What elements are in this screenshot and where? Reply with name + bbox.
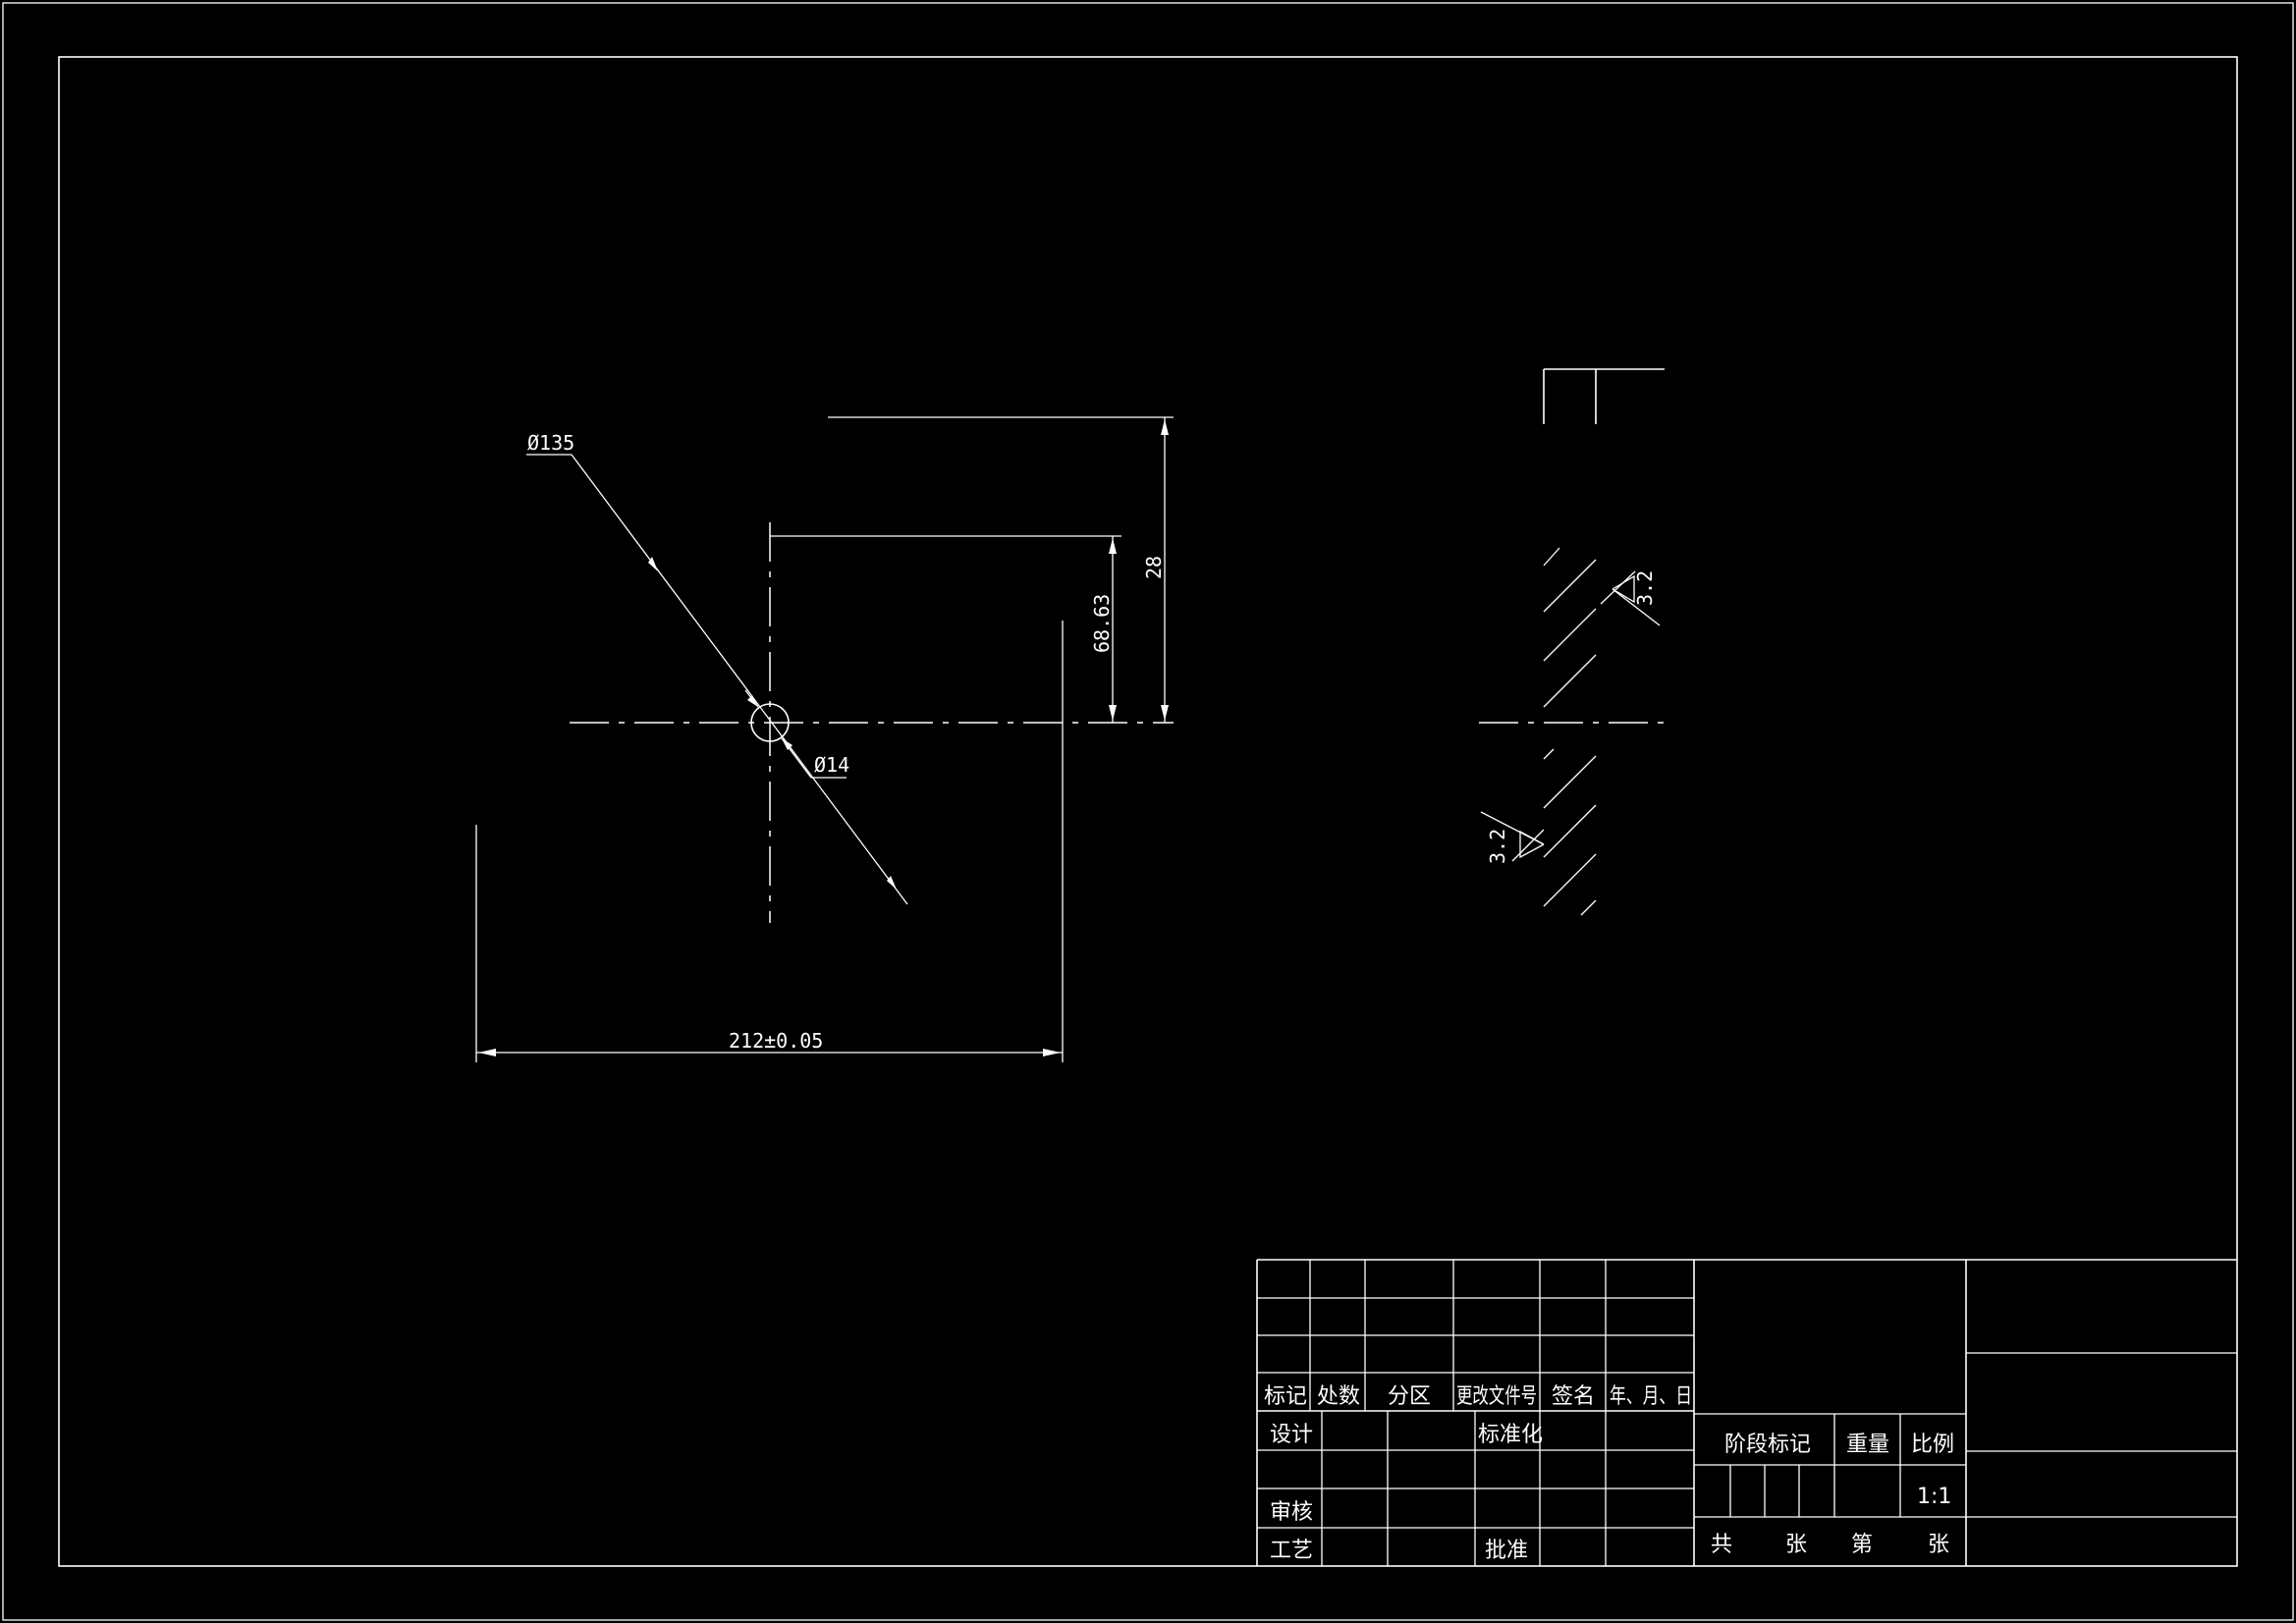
lower-roughness-label: 3.2 bbox=[1486, 829, 1509, 864]
lower-hatching bbox=[1543, 748, 1597, 916]
height-total-label: 28 bbox=[1142, 556, 1166, 579]
height-hole-dimension: 68.63 bbox=[770, 535, 1121, 723]
front-view: Ø135 Ø14 28 68.63 bbox=[475, 416, 1174, 1062]
outer-diameter-arrow-2 bbox=[887, 876, 897, 890]
role-process: 工艺 bbox=[1270, 1539, 1313, 1563]
scale-label: 比例 bbox=[1911, 1433, 1954, 1457]
rev-header-zone: 分区 bbox=[1388, 1384, 1431, 1409]
width-bottom-arrow-left bbox=[478, 1049, 496, 1056]
rev-header-mark: 标记 bbox=[1264, 1384, 1307, 1409]
stage-block: 阶段标记 重量 比例 1:1 共 张 第 张 bbox=[1693, 1260, 2237, 1566]
height-hole-arrow-bottom bbox=[1109, 705, 1117, 721]
role-approve: 批准 bbox=[1485, 1539, 1528, 1563]
role-review: 审核 bbox=[1270, 1500, 1313, 1525]
hole-circle bbox=[750, 703, 790, 742]
rev-header-count: 处数 bbox=[1317, 1384, 1360, 1409]
hole-diameter-arrow-2 bbox=[782, 738, 793, 750]
hole-diameter-label: Ø14 bbox=[814, 753, 849, 777]
upper-roughness-symbol: 3.2 bbox=[1600, 570, 1661, 626]
role-standardization: 标准化 bbox=[1478, 1423, 1543, 1447]
height-total-dimension: 28 bbox=[828, 416, 1174, 723]
section-view: 3.2 3.2 bbox=[1479, 368, 1665, 916]
rev-header-change-doc: 更改文件号 bbox=[1456, 1384, 1537, 1409]
hole-diameter-arrow-1 bbox=[747, 695, 758, 707]
height-hole-label: 68.63 bbox=[1090, 594, 1114, 653]
rev-header-date: 年、月、日 bbox=[1610, 1384, 1692, 1409]
outer-diameter-arrow-1 bbox=[648, 557, 658, 571]
hole-diameter-dimension: Ø14 bbox=[744, 689, 849, 779]
scale-value: 1:1 bbox=[1917, 1485, 1951, 1509]
rev-header-signature: 签名 bbox=[1552, 1384, 1595, 1409]
height-hole-arrow-top bbox=[1109, 538, 1117, 554]
sheet-unit-2: 张 bbox=[1928, 1533, 1949, 1557]
upper-roughness-label: 3.2 bbox=[1633, 570, 1657, 606]
name-block bbox=[1965, 1260, 2237, 1566]
width-bottom-label: 212±0.05 bbox=[729, 1029, 823, 1053]
sheet-unit-1: 张 bbox=[1785, 1533, 1807, 1557]
outer-diameter-dimension: Ø135 bbox=[526, 431, 908, 905]
upper-hatching bbox=[1543, 547, 1597, 708]
drawing-frame bbox=[58, 56, 2238, 1567]
weight-label: 重量 bbox=[1846, 1433, 1889, 1457]
sheet-number-label: 第 bbox=[1851, 1533, 1873, 1557]
outer-diameter-label: Ø135 bbox=[527, 431, 574, 455]
stage-mark-label: 阶段标记 bbox=[1724, 1433, 1811, 1457]
height-total-arrow-top bbox=[1161, 419, 1169, 435]
width-bottom-dimension: 212±0.05 bbox=[475, 621, 1064, 1062]
width-bottom-arrow-right bbox=[1043, 1049, 1061, 1056]
lower-roughness-symbol: 3.2 bbox=[1480, 811, 1545, 864]
height-total-arrow-bottom bbox=[1161, 705, 1169, 721]
role-design: 设计 bbox=[1270, 1423, 1313, 1447]
revision-table: 标记 处数 分区 更改文件号 签名 年、月、日 bbox=[1257, 1260, 1694, 1412]
sheet-total-label: 共 bbox=[1711, 1533, 1732, 1557]
signature-table: 设计 标准化 审核 工艺 批准 bbox=[1257, 1411, 1694, 1566]
title-block: 标记 处数 分区 更改文件号 签名 年、月、日 设计 标准化 审核 工艺 批准 bbox=[1256, 1259, 2237, 1566]
